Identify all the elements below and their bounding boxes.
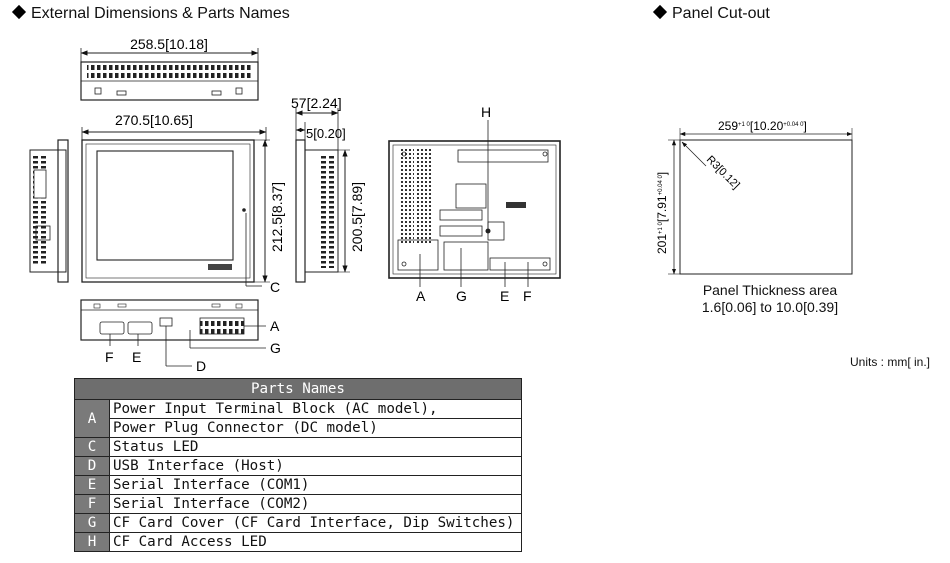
right-side-view — [295, 108, 350, 283]
callout-g-bottom: G — [270, 340, 281, 356]
rear-view — [388, 120, 561, 287]
cutout-width-label: 259+1 0[10.20+0.04 0] — [718, 119, 807, 133]
dim-side-depth: 57[2.24] — [291, 95, 342, 111]
external-dimensions-heading-text: External Dimensions & Parts Names — [31, 5, 290, 22]
callout-a-rear: A — [416, 288, 426, 304]
callout-e-bottom: E — [132, 349, 141, 365]
cutout-height-label: 201+1 0[7.91+0.04 0] — [655, 172, 669, 254]
part-name: USB Interface (Host) — [109, 456, 522, 476]
part-key: A — [74, 399, 110, 438]
callout-c: C — [270, 279, 280, 295]
part-key: D — [74, 456, 110, 476]
table-row: C Status LED — [74, 437, 522, 457]
parts-names-table: Parts Names A Power Input Terminal Block… — [74, 378, 522, 552]
table-row: Power Plug Connector (DC model) — [75, 418, 522, 438]
panel-thickness-line1: Panel Thickness area — [702, 282, 838, 298]
callout-g-rear: G — [456, 288, 467, 304]
callout-f-rear: F — [523, 288, 532, 304]
parts-table-title: Parts Names — [74, 378, 522, 400]
cutout-width-tol: +1 0 — [738, 122, 751, 128]
callout-h: H — [481, 104, 491, 120]
external-dimensions-heading: External Dimensions & Parts Names — [11, 4, 290, 23]
units-note: Units : mm[ in.] — [850, 355, 931, 369]
table-row: G CF Card Cover (CF Card Interface, Dip … — [74, 513, 522, 533]
table-row: A Power Input Terminal Block (AC model), — [74, 399, 522, 438]
cutout-width-close: ] — [803, 119, 806, 133]
top-view — [80, 48, 259, 101]
bottom-view — [80, 299, 266, 367]
cutout-width-inch-tol: +0.04 0 — [783, 122, 804, 128]
table-row: F Serial Interface (COM2) — [74, 494, 522, 514]
part-key: G — [74, 513, 110, 533]
part-key: E — [74, 475, 110, 495]
table-row: H CF Card Access LED — [74, 532, 522, 552]
cutout-radius-label: R3[0.12] — [704, 154, 742, 192]
callout-a-bottom: A — [270, 318, 280, 334]
parts-table-header: Parts Names — [74, 378, 522, 400]
cutout-height-main: 201 — [655, 234, 669, 254]
part-name: Serial Interface (COM2) — [109, 494, 522, 514]
panel-cutout-heading-text: Panel Cut-out — [672, 5, 770, 22]
dim-side-bezel: 5[0.20] — [306, 126, 346, 141]
cutout-height-inch-tol: +0.04 0 — [658, 175, 664, 196]
part-name: Power Input Terminal Block (AC model), — [109, 399, 522, 419]
dim-side-height: 200.5[7.89] — [349, 182, 365, 252]
part-name: CF Card Cover (CF Card Interface, Dip Sw… — [109, 513, 522, 533]
table-row: D USB Interface (Host) — [74, 456, 522, 476]
panel-thickness-note: Panel Thickness area 1.6[0.06] to 10.0[0… — [680, 282, 860, 316]
part-name: CF Card Access LED — [109, 532, 522, 552]
cutout-height-close: ] — [655, 172, 669, 175]
part-name: Status LED — [109, 437, 522, 457]
part-key: H — [74, 532, 110, 552]
panel-cutout-heading: Panel Cut-out — [652, 4, 770, 23]
part-name: Serial Interface (COM1) — [109, 475, 522, 495]
cutout-width-main: 259 — [718, 119, 738, 133]
part-key: C — [74, 437, 110, 457]
panel-thickness-line2: 1.6[0.06] to 10.0[0.39] — [701, 299, 839, 315]
cutout-width-inch: [10.20 — [750, 119, 784, 133]
front-view — [81, 127, 270, 287]
cutout-height-inch: [7.91 — [655, 195, 669, 222]
dim-front-height: 212.5[8.37] — [269, 182, 285, 252]
left-side-view — [29, 139, 69, 283]
part-name: Power Plug Connector (DC model) — [109, 418, 522, 438]
cutout-diagram — [668, 128, 853, 275]
part-key: F — [74, 494, 110, 514]
dim-top-width: 258.5[10.18] — [130, 36, 208, 52]
cutout-height-tol: +1 0 — [658, 221, 664, 234]
table-row: E Serial Interface (COM1) — [74, 475, 522, 495]
callout-f-bottom: F — [105, 349, 114, 365]
dim-front-width: 270.5[10.65] — [115, 112, 193, 128]
callout-d: D — [196, 358, 206, 374]
callout-e-rear: E — [500, 288, 509, 304]
